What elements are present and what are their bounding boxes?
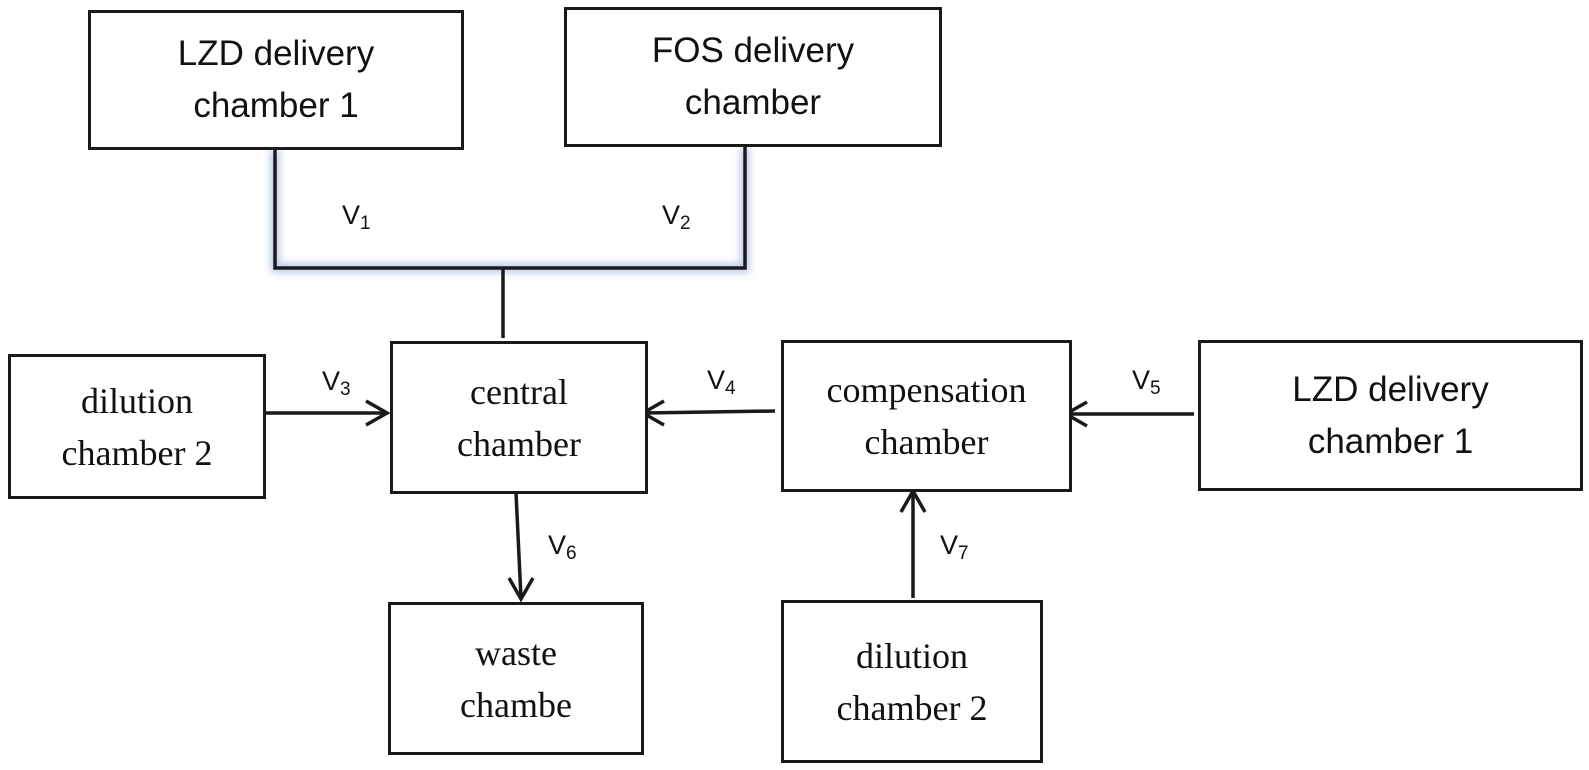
lzd-delivery-chamber-right: LZD delivery chamber 1 (1198, 340, 1583, 491)
chamber-label-line1: LZD delivery (177, 34, 375, 73)
flow-label-v7: V7 (940, 530, 969, 564)
chamber-label-line2: chamber 1 (193, 86, 359, 125)
chamber-label-line2: chamber (684, 83, 822, 122)
chamber-label-line1: FOS delivery (651, 31, 855, 70)
flow-label-v3: V3 (322, 366, 351, 400)
arrow-v3 (262, 399, 391, 427)
chamber-label-line2: chamber 1 (1307, 421, 1474, 461)
chamber-label-line2: chamber 2 (61, 432, 213, 473)
arrow-v6 (507, 492, 535, 603)
chamber-label-line2: chamber 2 (836, 687, 988, 728)
arrow-v4 (639, 399, 776, 427)
chamber-label-line1: LZD delivery (1292, 369, 1489, 409)
dilution-chamber-left: dilution chamber 2 (8, 354, 266, 499)
chamber-label-line2: chamber (457, 423, 581, 464)
chamber-label-line2: chamber (864, 422, 989, 462)
arrow-v5 (1062, 400, 1194, 428)
connector-v1-v2 (273, 145, 747, 270)
lzd-delivery-chamber-top: LZD delivery chamber 1 (88, 10, 464, 150)
chamber-label-line1: dilution (80, 380, 193, 421)
central-chamber: central chamber (390, 341, 648, 494)
compensation-chamber: compensation chamber (781, 340, 1072, 492)
chamber-label-line2: chambe (460, 684, 572, 725)
dilution-chamber-bottom: dilution chamber 2 (781, 600, 1043, 763)
flow-label-v5: V5 (1132, 365, 1161, 399)
flow-label-v6: V6 (548, 530, 577, 564)
flow-label-v2: V2 (662, 200, 691, 234)
flow-label-v4: V4 (707, 365, 736, 399)
chamber-label-line1: waste (475, 632, 557, 673)
waste-chamber: waste chambe (388, 602, 644, 755)
arrow-v7 (899, 487, 927, 598)
chamber-label-line1: dilution (855, 635, 968, 676)
fos-delivery-chamber: FOS delivery chamber (564, 7, 942, 147)
chamber-label-line1: compensation (826, 370, 1027, 410)
flow-label-v1: V1 (342, 200, 371, 234)
chamber-label-line1: central (470, 371, 568, 412)
